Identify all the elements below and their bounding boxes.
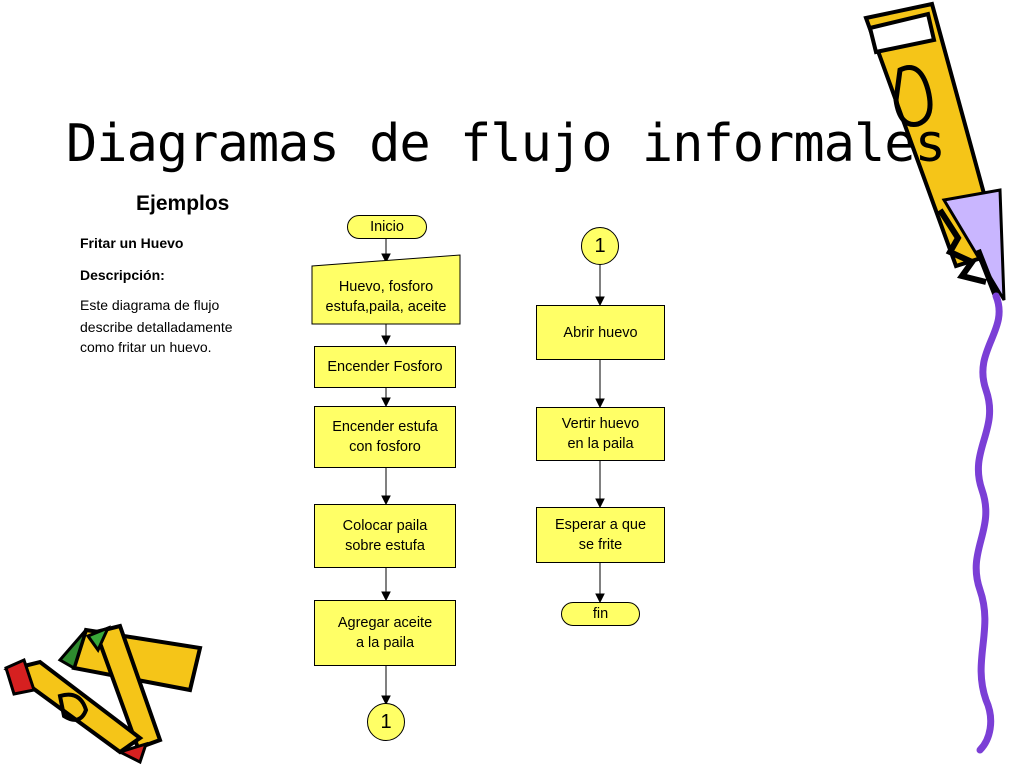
description-label: Descripción: <box>80 267 165 283</box>
pencils-bottom-left-icon <box>3 623 203 765</box>
description-line-3: como fritar un huevo. <box>80 339 212 355</box>
step-agregar-aceite: Agregar aceite a la paila <box>314 600 456 666</box>
description-line-2: describe detalladamente <box>80 319 233 335</box>
description-line-1: Este diagrama de flujo <box>80 297 220 313</box>
connector-out: 1 <box>367 703 405 741</box>
section-subtitle: Ejemplos <box>136 192 230 215</box>
step-vertir-huevo: Vertir huevo en la paila <box>536 407 665 461</box>
input-ingredients: Huevo, fosforo estufa,paila, aceite <box>325 279 447 315</box>
start-terminal: Inicio <box>347 215 427 239</box>
page-title: Diagramas de flujo informales <box>66 114 946 174</box>
pencil-top-right-icon <box>863 1 1006 301</box>
input-shape <box>311 254 461 325</box>
step-encender-estufa: Encender estufa con fosforo <box>314 406 456 468</box>
step-colocar-paila: Colocar paila sobre estufa <box>314 504 456 568</box>
connector-in: 1 <box>581 227 619 265</box>
step-abrir-huevo: Abrir huevo <box>536 305 665 360</box>
step-encender-fosforo: Encender Fosforo <box>314 346 456 388</box>
step-esperar: Esperar a que se frite <box>536 507 665 563</box>
example-name: Fritar un Huevo <box>80 235 184 251</box>
end-terminal: fin <box>561 602 640 626</box>
flow-arrows <box>381 239 605 706</box>
squiggle-line-icon <box>972 292 1003 754</box>
